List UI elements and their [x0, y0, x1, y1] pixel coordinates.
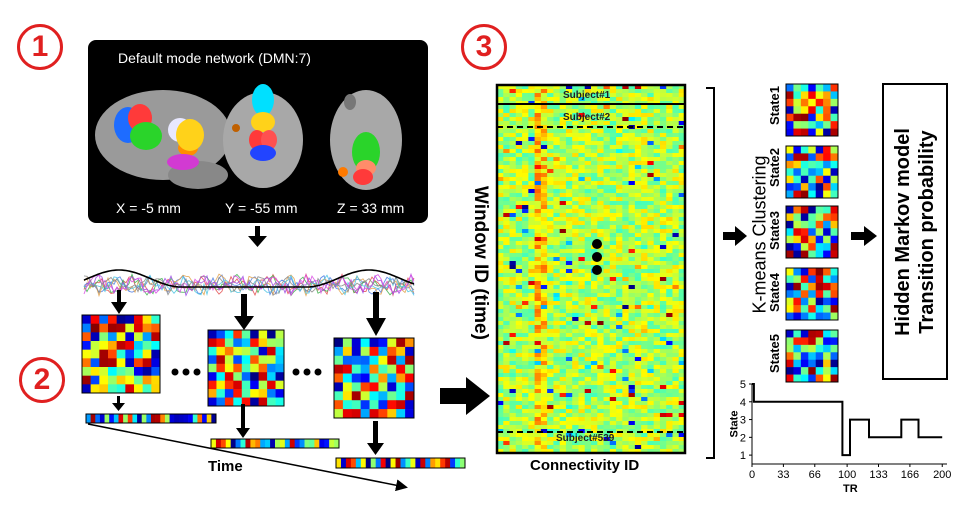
state-label-3: State3	[767, 210, 783, 251]
connectivity-id-label: Connectivity ID	[530, 457, 640, 474]
brain-coord-y: Y = -55 mm	[225, 200, 298, 216]
state-plot-xtick: 166	[901, 469, 919, 481]
axial-brain-image	[330, 90, 402, 190]
ellipsis-dots-1	[171, 368, 201, 376]
connectivity-vector-2	[210, 438, 340, 449]
state-plot-xtick: 66	[809, 469, 821, 481]
coronal-brain-image	[223, 84, 303, 188]
state-plot-ytick: 4	[740, 397, 746, 409]
down-arrow-vector-2	[236, 404, 250, 438]
bold-timeseries	[83, 269, 415, 298]
state-plot-ylabel: State	[728, 410, 741, 438]
down-arrow-matrix-1	[111, 290, 127, 314]
state-plot-xtick: 133	[869, 469, 887, 481]
state-plot-ytick: 5	[740, 379, 746, 391]
arrow-to-clustering	[723, 226, 747, 246]
step-2-badge: 2	[19, 357, 65, 403]
brain-title: Default mode network (DMN:7)	[118, 50, 311, 66]
brain-coord-x: X = -5 mm	[116, 200, 181, 216]
window-id-label: Window ID (time)	[470, 186, 491, 340]
state-plot-xtick: 0	[749, 469, 755, 481]
subject-2-label: Subject#2	[563, 112, 611, 123]
hmm-line-2: Transition probability	[916, 129, 938, 334]
brain-panel: Default mode network (DMN:7)	[88, 40, 428, 223]
big-right-arrow	[440, 377, 490, 415]
arrow-to-hmm	[851, 226, 877, 246]
state-label-2: State2	[767, 147, 783, 188]
state-plot-xtick: 33	[777, 469, 789, 481]
down-arrow-brain	[248, 226, 267, 247]
sagittal-brain-image	[95, 90, 231, 189]
brain-coord-z: Z = 33 mm	[337, 200, 405, 216]
down-arrow-vector-1	[112, 396, 125, 411]
subject-1-label: Subject#1	[563, 90, 611, 101]
down-arrow-matrix-2	[234, 294, 254, 330]
state-plot-ytick: 2	[740, 432, 746, 444]
ellipsis-dots-2	[292, 368, 322, 376]
subject-539-label: Subject#539	[556, 433, 615, 444]
connectivity-matrix-1	[81, 314, 161, 394]
hmm-box: Hidden Markov model Transition probabili…	[882, 83, 948, 380]
down-arrow-vector-3	[367, 421, 384, 455]
step-3-badge: 3	[461, 24, 507, 70]
state-label-5: State5	[767, 333, 783, 374]
step-1-badge: 1	[17, 24, 63, 70]
state-sequence-plot: 1 2 3 4 5 0 33 66 100 133 166 200	[740, 379, 952, 481]
state-plot-xlabel: TR	[843, 483, 858, 495]
time-label: Time	[208, 458, 243, 475]
state-label-4: State4	[767, 272, 783, 313]
heatmap-bracket	[706, 87, 715, 459]
down-arrow-matrix-3	[366, 292, 386, 336]
hmm-text: Hidden Markov model Transition probabili…	[891, 128, 939, 336]
state-plot-ytick: 3	[740, 415, 746, 427]
connectivity-matrix-3	[333, 337, 415, 419]
state-plot-ytick: 1	[740, 450, 746, 462]
state-plot-xtick: 100	[838, 469, 856, 481]
window-connectivity-heatmap	[495, 83, 687, 455]
hmm-line-1: Hidden Markov model	[892, 127, 914, 336]
connectivity-matrix-2	[207, 329, 285, 407]
state-plot-xtick: 200	[933, 469, 951, 481]
connectivity-vector-3	[335, 457, 466, 469]
state-label-1: State1	[767, 85, 783, 126]
connectivity-vector-1	[85, 413, 217, 424]
state-matrices	[785, 83, 839, 383]
time-axis-arrow	[87, 423, 408, 492]
brain-images	[95, 84, 402, 190]
